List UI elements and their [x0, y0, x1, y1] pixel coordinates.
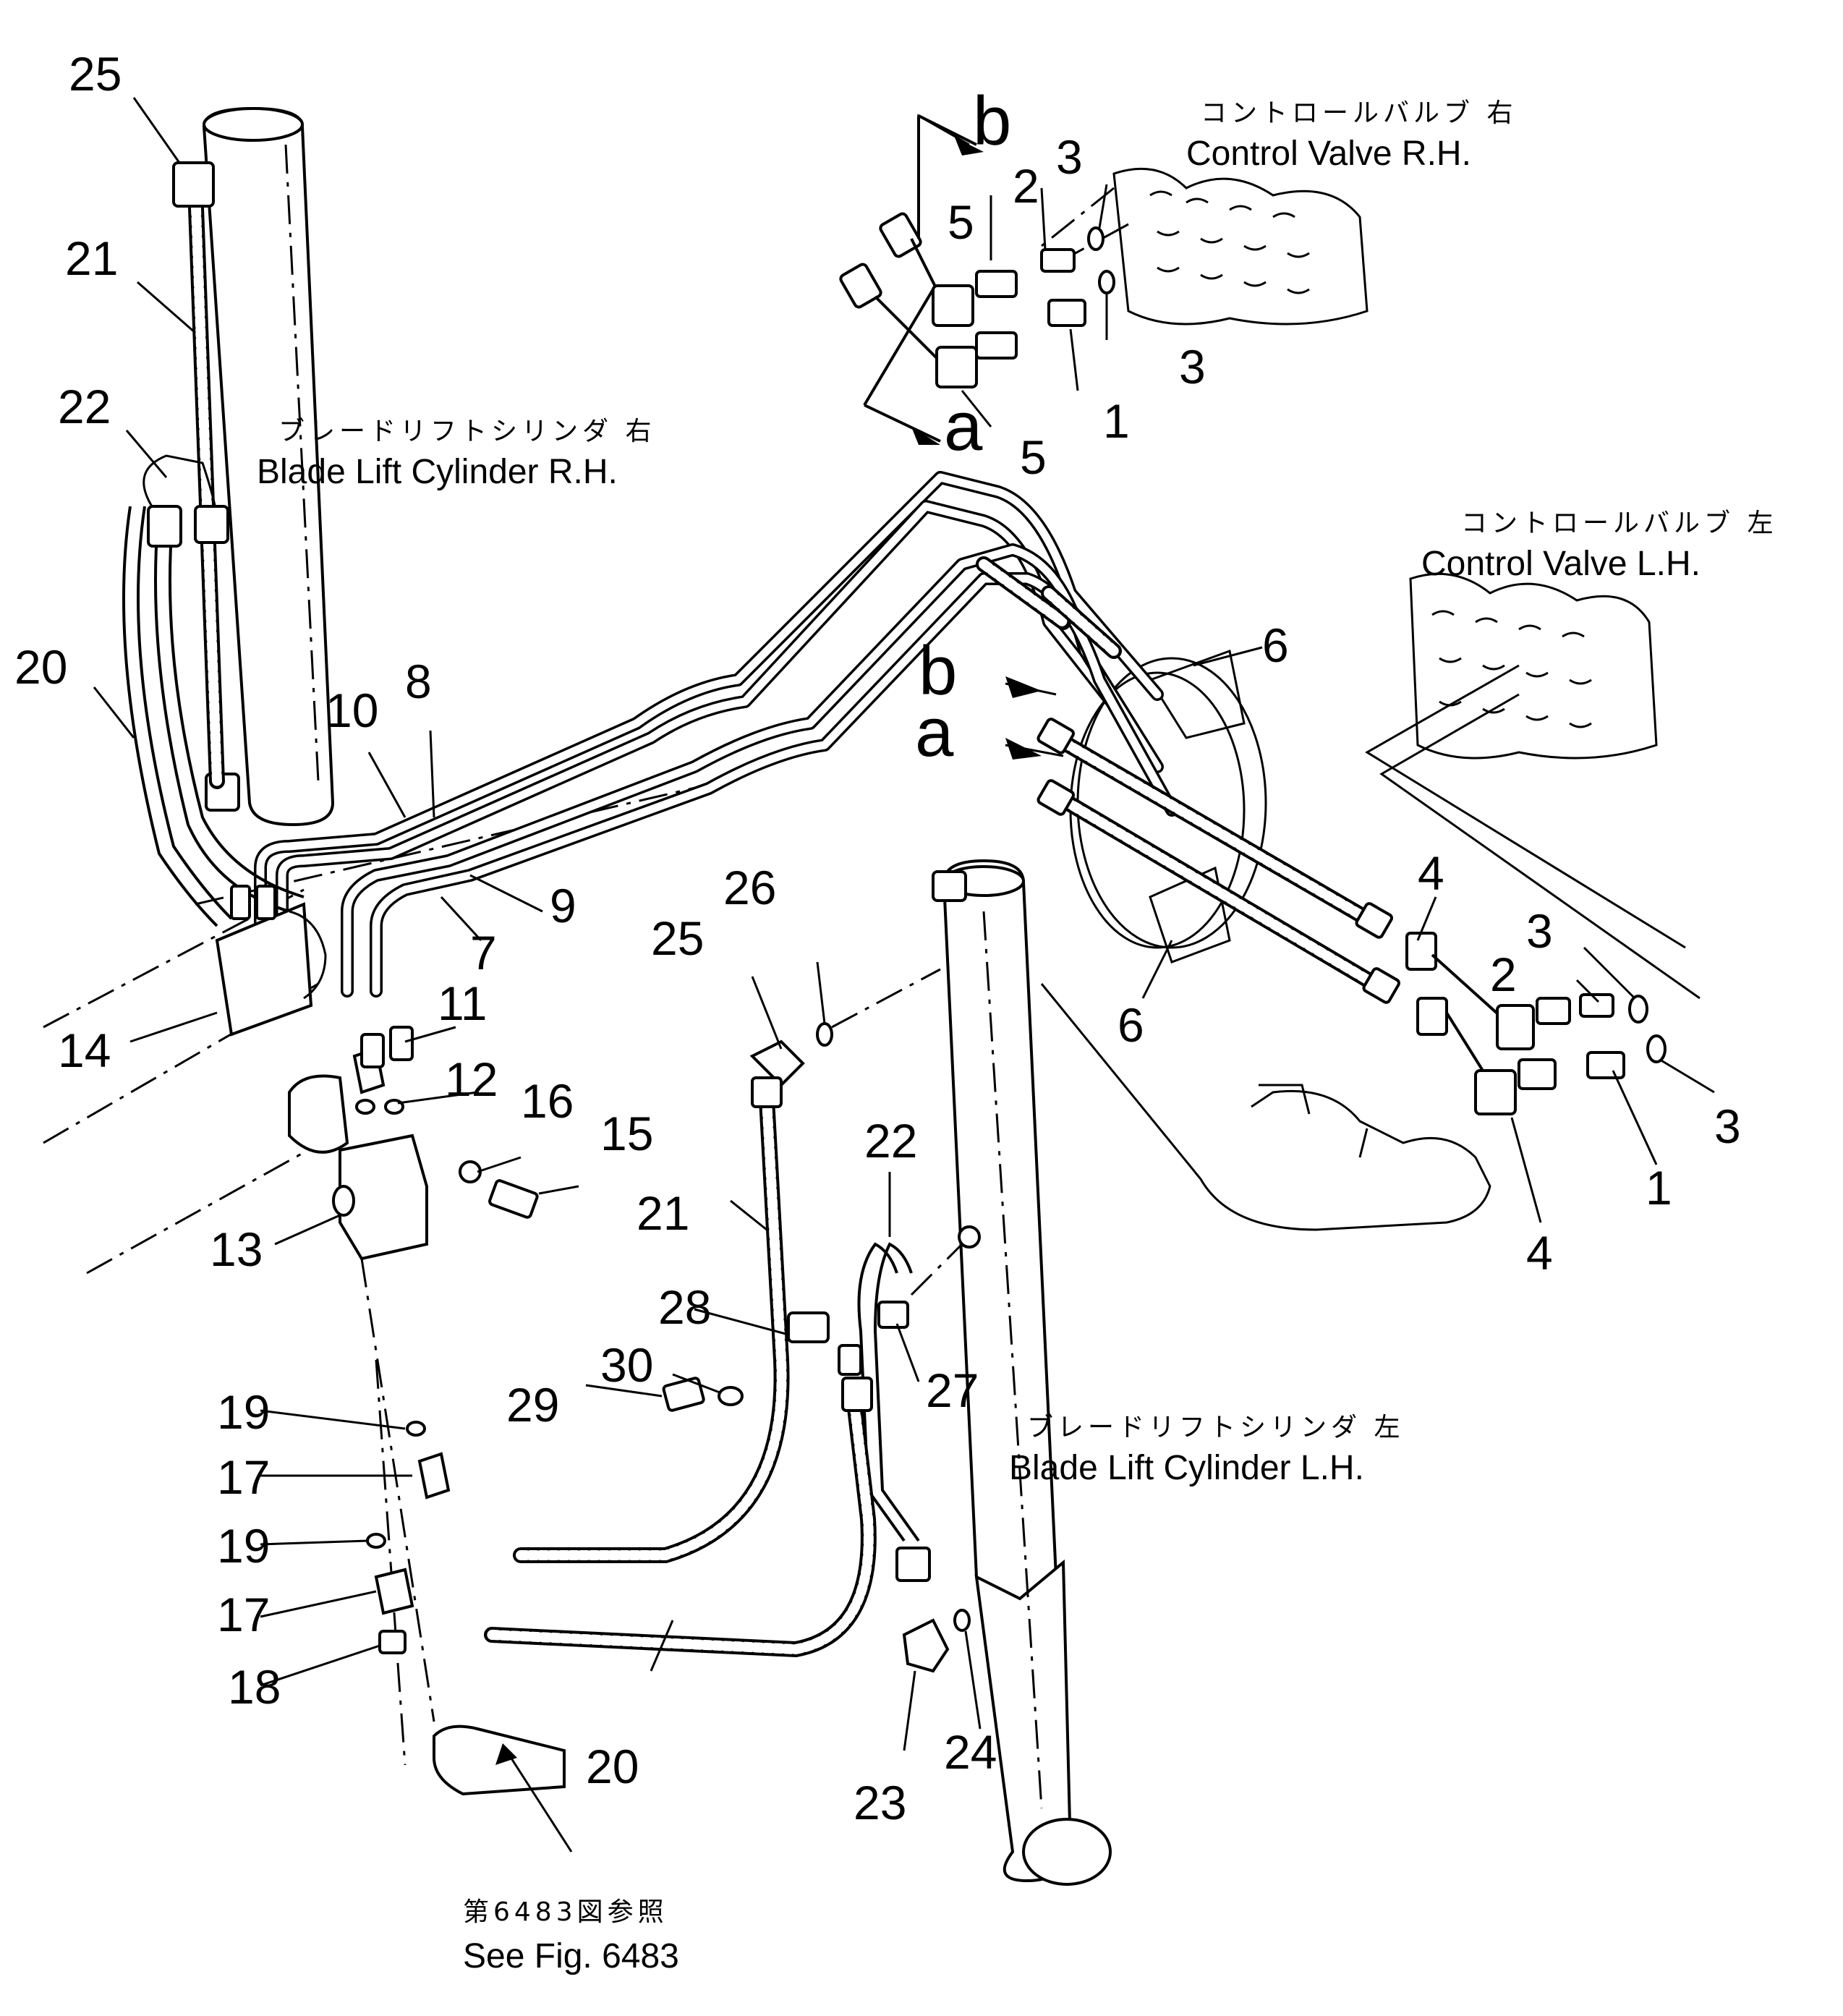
- hoses-to-control-valve-lh: [976, 556, 1400, 1004]
- fittings-control-valve-lh: [1405, 932, 1667, 1115]
- control-valve-rh-en: Control Valve R.H.: [1186, 135, 1471, 173]
- see-fig-jp: 第6483図参照: [463, 1897, 668, 1927]
- callout-25: 25: [69, 47, 122, 101]
- callout-26: 26: [723, 861, 776, 914]
- callout-4b: 4: [1526, 1226, 1553, 1280]
- blade-lift-lh-en: Blade Lift Cylinder L.H.: [1009, 1449, 1364, 1487]
- callout-4a: 4: [1418, 846, 1444, 900]
- view-marker-a-mid: a: [915, 694, 954, 771]
- callout-23: 23: [854, 1776, 906, 1829]
- callout-20b: 20: [586, 1740, 639, 1793]
- callout-21b: 21: [637, 1186, 689, 1240]
- callout-17a: 17: [217, 1450, 270, 1504]
- callout-3d: 3: [1179, 340, 1206, 394]
- callout-28: 28: [658, 1280, 711, 1334]
- callout-17b: 17: [217, 1588, 270, 1641]
- callout-1a: 1: [1646, 1161, 1672, 1215]
- blade-lift-cylinder-lh: [932, 859, 1112, 1886]
- fittings-control-valve-rh: [839, 114, 1115, 443]
- callout-25b: 25: [651, 911, 704, 965]
- view-marker-a-top: a: [944, 388, 983, 465]
- callout-5b: 5: [1020, 430, 1047, 484]
- control-valve-lh-en: Control Valve L.H.: [1421, 545, 1701, 583]
- callout-6b: 6: [1118, 998, 1144, 1052]
- callout-16: 16: [521, 1074, 574, 1128]
- callout-27: 27: [926, 1364, 979, 1417]
- leader-lines: [93, 97, 1715, 1853]
- view-marker-b-top: b: [973, 82, 1011, 160]
- control-valve-rh-jp: コントロールバルブ 右: [1201, 98, 1517, 128]
- component-labels: コントロールバルブ 右 Control Valve R.H. コントロールバルブ…: [257, 98, 1777, 1975]
- callout-9: 9: [550, 879, 576, 932]
- callout-11: 11: [438, 977, 488, 1030]
- callout-10: 10: [325, 684, 378, 737]
- callout-21: 21: [65, 231, 118, 285]
- callout-3c: 3: [1056, 130, 1083, 184]
- callout-3a: 3: [1526, 904, 1553, 958]
- callout-3b: 3: [1714, 1100, 1741, 1153]
- view-markers: b a b a: [915, 82, 1011, 771]
- block-valve-assembly: [215, 885, 539, 1766]
- blade-lift-rh-en: Blade Lift Cylinder R.H.: [257, 453, 618, 491]
- callout-19b: 19: [217, 1519, 270, 1573]
- blade-lift-cylinder-rh: [202, 106, 335, 827]
- callout-24: 24: [944, 1725, 997, 1779]
- callout-numbers: 25 21 22 20 10 8 9 7 14 11 12 16 15 13 2…: [14, 47, 1741, 1829]
- callout-20: 20: [14, 640, 67, 694]
- control-valve-lh: [1365, 572, 1701, 1000]
- callout-6a: 6: [1262, 618, 1289, 672]
- callout-18: 18: [228, 1660, 281, 1714]
- callout-15: 15: [600, 1107, 653, 1160]
- callout-22: 22: [58, 380, 111, 433]
- callout-29: 29: [506, 1378, 559, 1432]
- callout-14: 14: [58, 1024, 111, 1077]
- callout-13: 13: [210, 1222, 263, 1276]
- blade-lift-rh-jp: ブレードリフトシリンダ 右: [278, 417, 655, 446]
- steel-pipes: [254, 471, 1178, 998]
- callout-1b: 1: [1103, 394, 1130, 448]
- control-valve-rh: [1041, 167, 1369, 326]
- callout-30: 30: [600, 1338, 653, 1392]
- callout-7: 7: [470, 926, 497, 979]
- callout-2b: 2: [1013, 159, 1039, 213]
- callout-22b: 22: [864, 1114, 917, 1168]
- control-valve-lh-jp: コントロールバルブ 左: [1461, 509, 1777, 538]
- view-marker-b-mid: b: [919, 632, 957, 710]
- callout-2a: 2: [1490, 948, 1517, 1001]
- callout-12: 12: [445, 1052, 498, 1106]
- lower-hoses: [366, 968, 981, 1796]
- callout-5a: 5: [948, 195, 974, 249]
- see-fig-en: See Fig. 6483: [463, 1937, 679, 1975]
- callout-8: 8: [405, 655, 432, 708]
- callout-19a: 19: [217, 1385, 270, 1439]
- blade-lift-lh-jp: ブレードリフトシリンダ 左: [1027, 1413, 1404, 1442]
